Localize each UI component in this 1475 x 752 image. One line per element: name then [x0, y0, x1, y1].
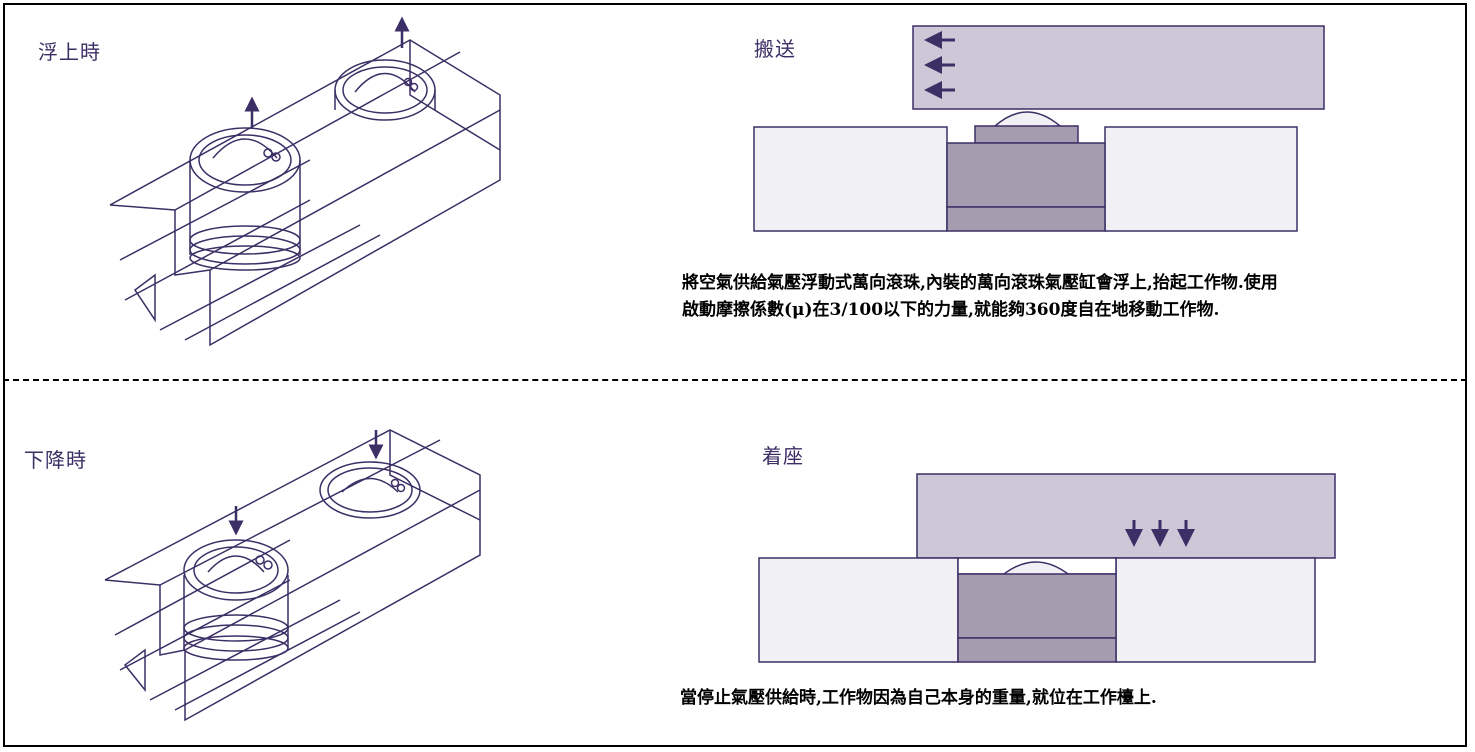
workpiece-seated: [916, 473, 1336, 559]
outer-frame: [3, 3, 1467, 747]
transport-description-line2: 啟動摩擦係數(μ)在3/100以下的力量,就能夠360度自在地移動工作物.: [682, 300, 1220, 320]
transport-description-line1: 將空氣供給氣壓浮動式萬向滾珠,內裝的萬向滾珠氣壓缸會浮上,抬起工作物.使用: [682, 273, 1278, 293]
lowering-state-label: 下降時: [24, 448, 87, 472]
ball: [994, 111, 1061, 127]
table-right: [1115, 557, 1316, 663]
cylinder-body: [946, 142, 1106, 208]
table-left: [758, 557, 959, 663]
seating-description: 當停止氣壓供給時,工作物因為自己本身的重量,就位在工作檯上.: [680, 688, 1157, 708]
lowered-ball-unit-illustration: [104, 429, 481, 722]
transport-label: 搬送: [754, 37, 796, 61]
cylinder-cap: [974, 125, 1079, 144]
cylinder-body: [957, 573, 1117, 639]
cylinder-base: [946, 206, 1106, 232]
ball: [1003, 561, 1069, 575]
cylinder-base: [957, 637, 1117, 663]
table-right: [1104, 126, 1298, 232]
transport-cross-section: [753, 25, 1325, 232]
section-divider: [3, 379, 1467, 381]
table-left: [753, 126, 948, 232]
workpiece-lifted: [912, 25, 1325, 110]
floating-ball-unit-illustration: [109, 16, 501, 347]
floating-state-label: 浮上時: [38, 40, 101, 64]
seating-label: 着座: [762, 444, 804, 468]
seating-cross-section: [758, 473, 1336, 663]
